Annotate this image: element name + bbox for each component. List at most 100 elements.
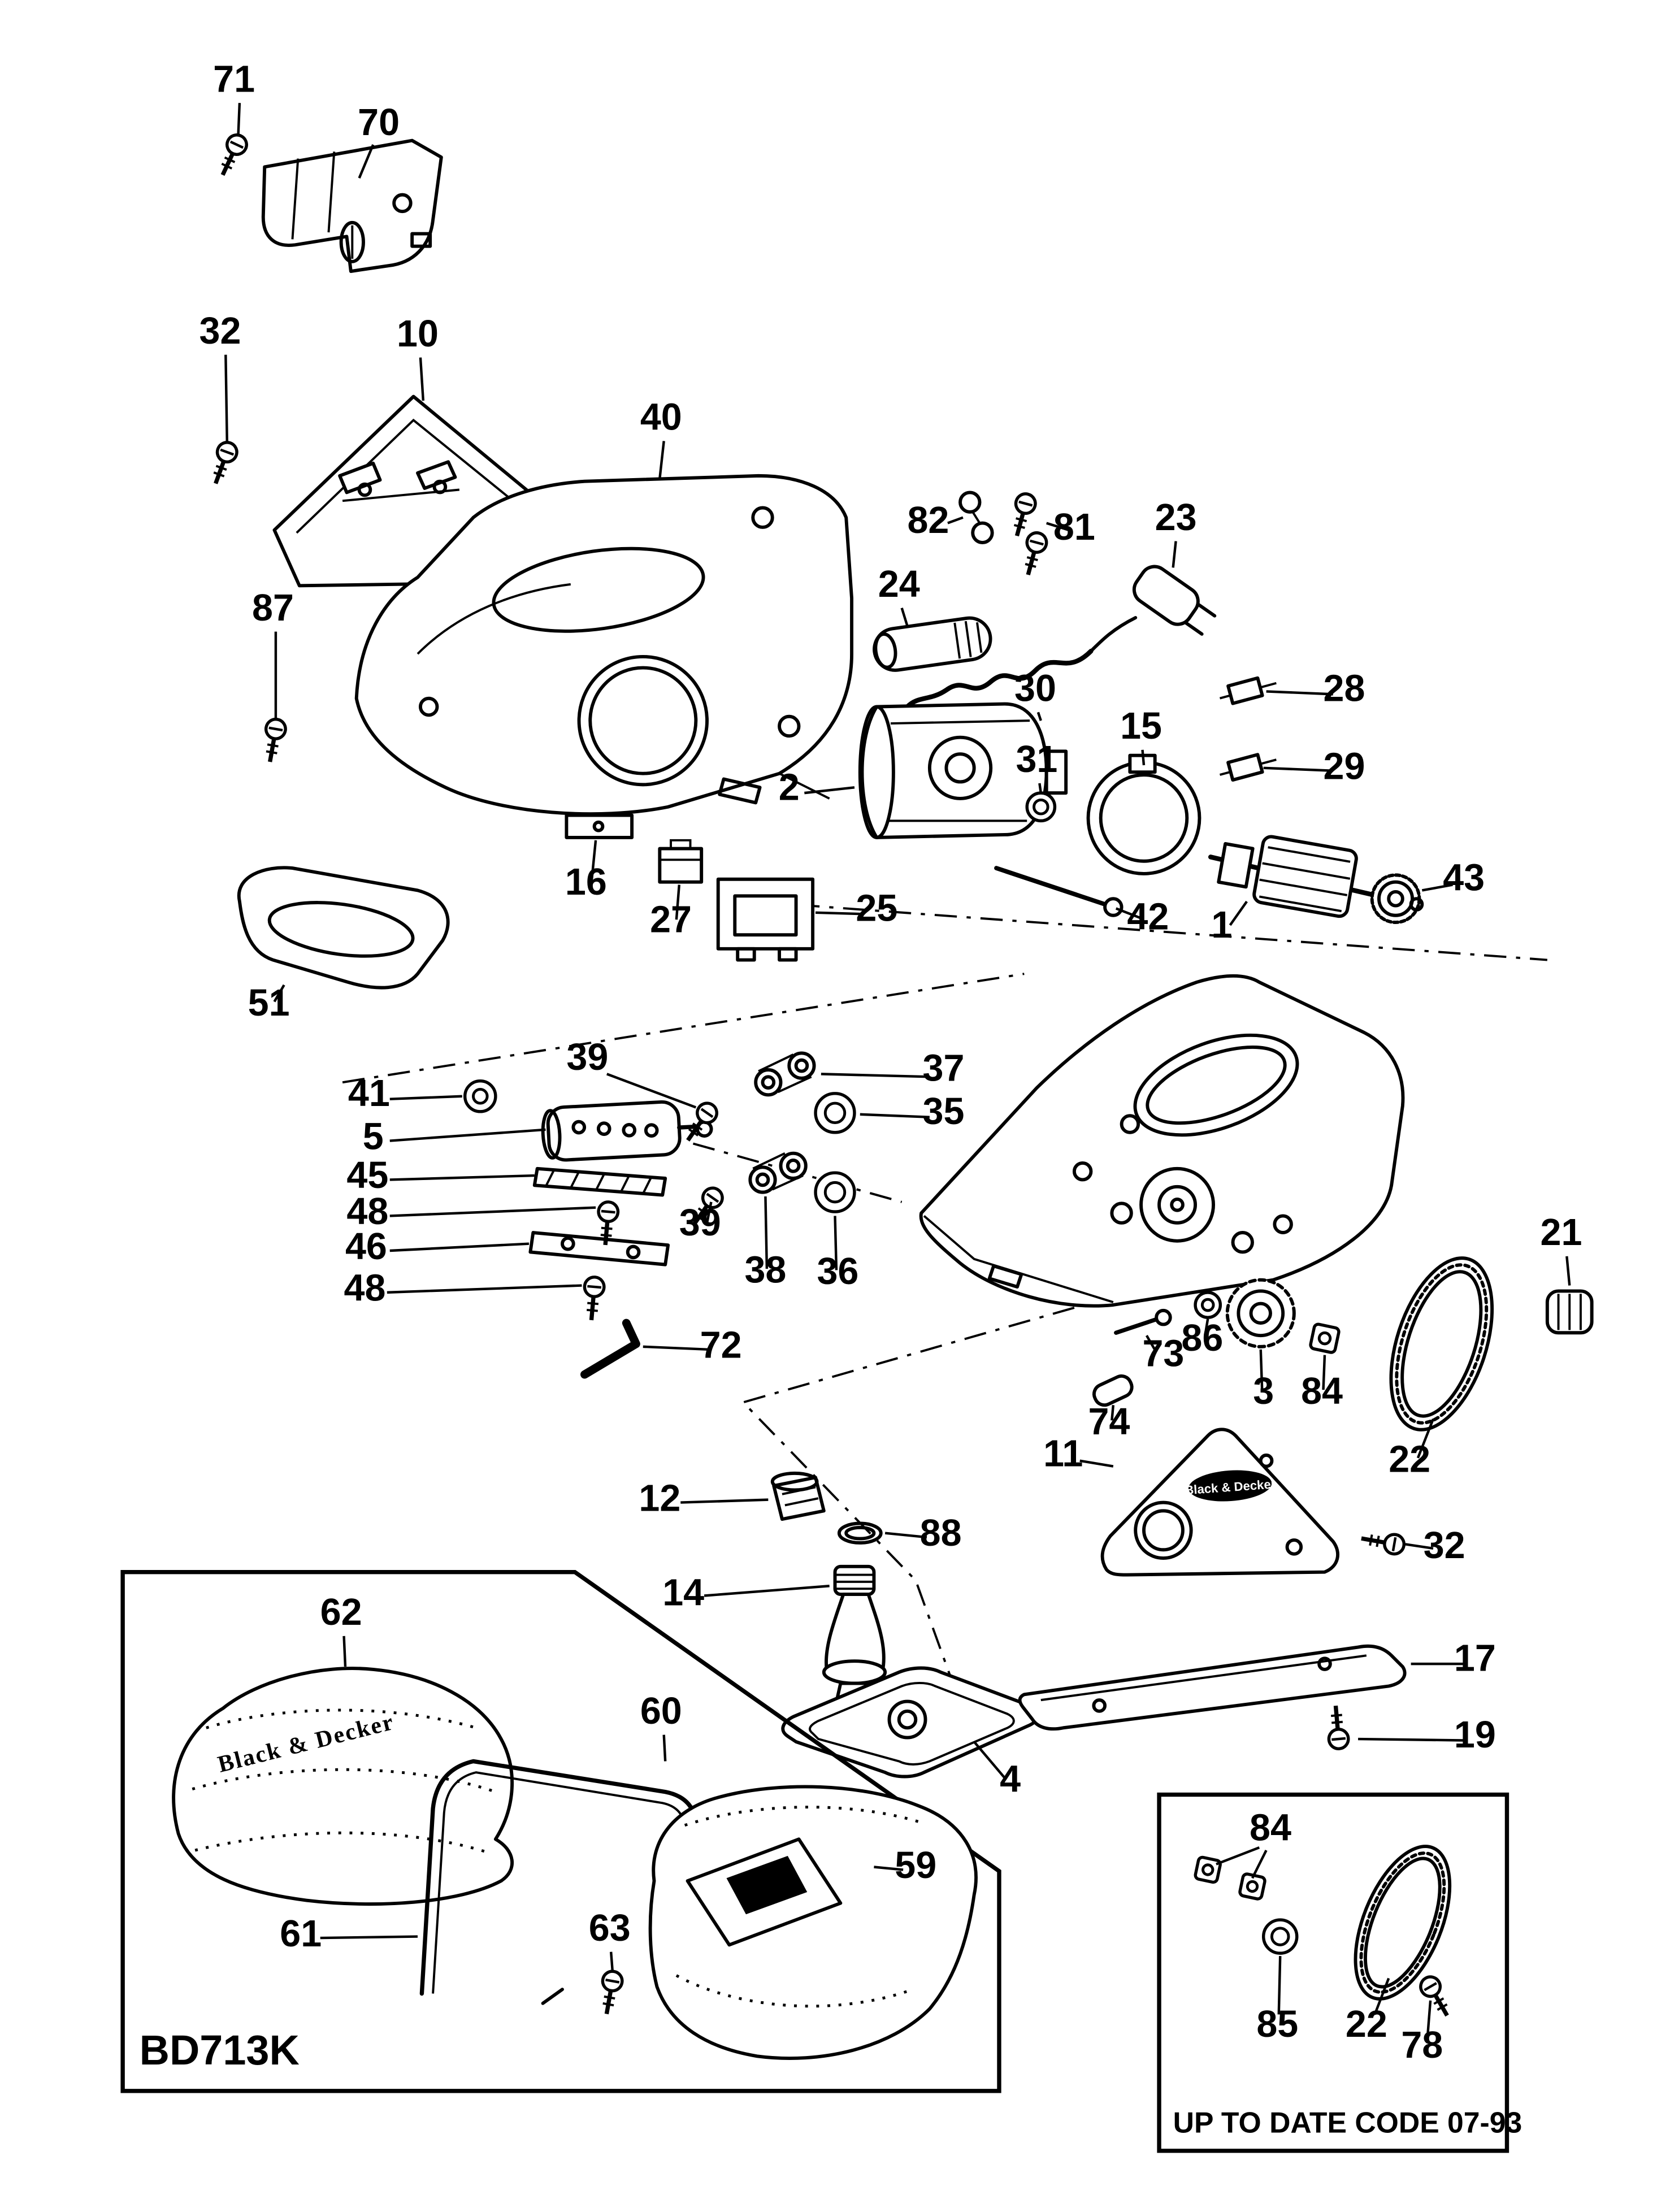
part-number-label: 43 [1443,857,1485,899]
part-number-label: 42 [1127,896,1169,938]
part-number-label: 48 [344,1268,386,1309]
leader-line [1079,1459,1114,1468]
part-rod-42 [994,866,1124,917]
part-number-label: 22 [1389,1438,1430,1480]
part-switch-25 [716,877,815,962]
brand-logo-oval [1188,1470,1272,1502]
part-number-label: 16 [565,861,607,903]
part-number-label: 24 [878,563,920,605]
screw-icon [213,441,238,484]
leader-line [606,1073,697,1109]
screw-icon [1361,1533,1406,1556]
leader-line [1565,1256,1571,1286]
leader-line [704,1585,830,1597]
leader-line [1421,883,1453,892]
part-number-label: 29 [1323,746,1365,788]
leader-line [815,911,865,916]
part-number-label: 82 [907,500,949,541]
part-handle-grip-24 [873,616,992,672]
part-number-label: 59 [895,1845,936,1886]
screw-icon [1327,1705,1350,1750]
leader-line [1036,712,1042,721]
leader-line [1277,1956,1282,2015]
part-number-label: 84 [1250,1807,1291,1849]
leader-line [1426,2000,1432,2036]
hardware-layer [213,133,1449,2017]
part-brush-28 [1219,676,1277,705]
leader-line [1229,900,1248,926]
part-number-label: 88 [920,1512,962,1554]
leader-line [389,1206,596,1217]
part-main-housing-40 [354,474,853,816]
leader-line [273,984,285,1003]
part-bag-59 [648,1785,978,2060]
nut-icon [1309,1322,1341,1354]
part-number-label: 41 [348,1073,390,1114]
leader-line [1416,1419,1435,1459]
part-clamp-plate-46 [528,1231,670,1267]
leader-line [1038,783,1043,793]
part-number-label: 60 [640,1690,682,1732]
leader-line [658,441,665,479]
part-bracket-38 [748,1151,808,1194]
part-cup-12 [770,1471,826,1521]
part-number-label: 15 [1120,705,1162,747]
part-number-label: 23 [1155,497,1197,539]
washer-icon [1194,1291,1222,1319]
leader-line [973,1741,1006,1779]
leader-line [860,1113,930,1118]
leader-line [804,786,855,795]
leader-line [1141,749,1146,766]
leader-line [1115,907,1142,920]
part-number-label: 51 [248,982,290,1024]
leader-line [680,1498,769,1504]
leader-line [1405,1543,1434,1550]
part-number-label: 32 [199,310,241,352]
leader-line [358,144,375,179]
leader-line [821,1073,930,1078]
screw-icon [264,717,287,762]
part-number-label: 46 [345,1226,387,1268]
leader-line [1111,1405,1115,1421]
nut-icon [1194,1855,1222,1884]
part-number-label: 71 [213,58,255,100]
part-pulley-3 [1225,1278,1296,1348]
part-number-label: 87 [252,587,294,629]
part-number-label: 3 [1253,1370,1274,1412]
washer-icon [814,1171,856,1213]
leader-line [389,1174,535,1181]
leader-line [675,884,681,920]
part-number-label: 4 [1000,1759,1021,1801]
leader-line [419,357,425,401]
screw-icon [597,1200,620,1246]
leader-line [1373,1977,1390,2015]
part-number-label: 1 [1211,904,1232,946]
leader-line [1204,1318,1209,1336]
leader-line [884,1532,927,1539]
washer-icon [1025,791,1057,823]
part-side-plate-11 [1100,1428,1339,1577]
part-belt-22-inset [1354,1845,1452,2001]
leader-line [1216,1846,1260,1866]
screw-icon [220,133,248,176]
leader-line [320,1935,418,1940]
part-number-label: 31 [1016,739,1057,780]
leader-line [1172,541,1177,568]
leader-line [224,354,228,443]
part-gear-43 [1370,873,1424,925]
part-number-label: 10 [397,313,439,355]
part-number-label: 17 [1454,1637,1496,1679]
part-number-label: 36 [817,1251,858,1292]
part-number-label: 84 [1301,1370,1343,1412]
part-number-label: 27 [650,899,692,940]
part-allen-key-72 [580,1318,640,1379]
part-bracket-37 [754,1051,816,1097]
part-number-label: 2 [779,766,800,808]
model-code-label: BD713K [140,2027,300,2074]
leader-line [662,1734,667,1762]
part-number-label: 5 [363,1116,384,1157]
part-field-ring-15 [1086,753,1201,875]
part-grommet-27 [658,839,704,884]
part-plate-16 [565,813,634,839]
